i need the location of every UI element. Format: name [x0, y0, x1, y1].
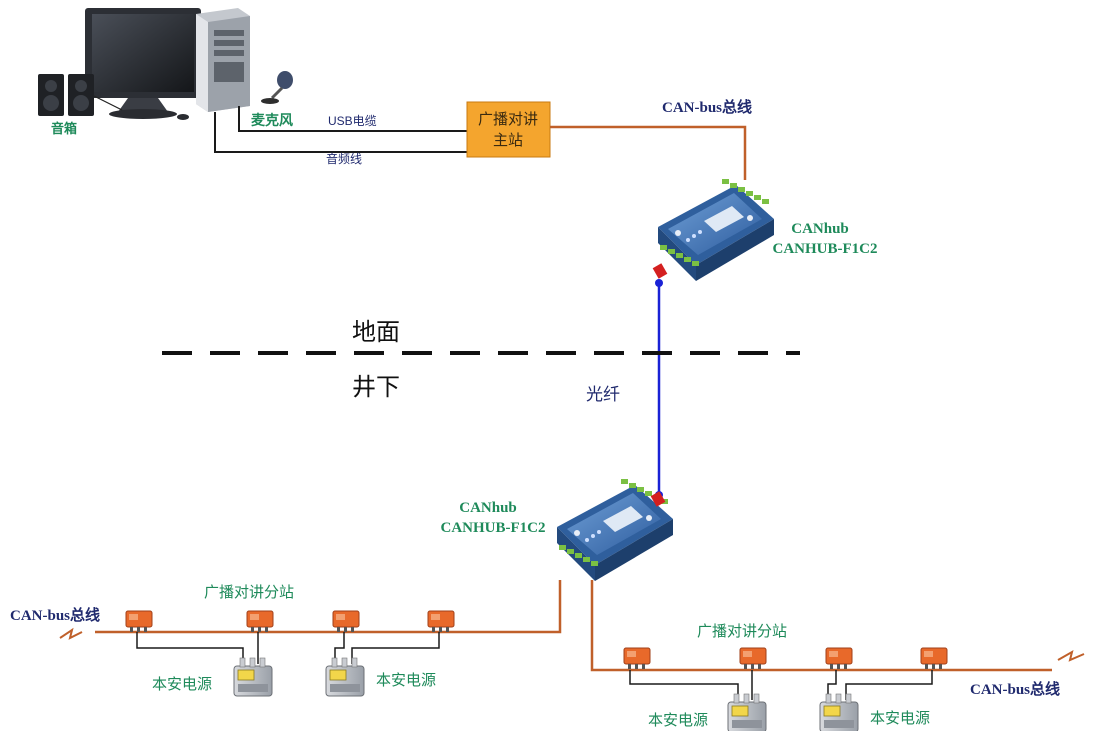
- canbus-left-label: CAN-bus总线: [10, 606, 100, 624]
- fiber-label: 光纤: [586, 385, 620, 404]
- power-wire-left-4: [351, 632, 440, 664]
- ground-surface-label: 地面: [352, 319, 400, 346]
- canhub-top-device: [652, 179, 774, 281]
- canhub-bottom-name: CANhub: [459, 500, 517, 516]
- canbus-left-cable: [95, 580, 562, 634]
- substation-right-label: 广播对讲分站: [697, 623, 787, 640]
- canbus-top-label: CAN-bus总线: [662, 98, 752, 116]
- power-wire-right-3: [827, 670, 837, 700]
- usb-cable-label: USB电缆: [328, 114, 377, 128]
- power-wire-right-1: [629, 670, 739, 700]
- substation-right-3: [825, 647, 853, 670]
- speaker-label: 音箱: [51, 121, 77, 136]
- canbus-right-cable: [590, 580, 1052, 672]
- master-station-label-line2: 主站: [493, 132, 523, 149]
- canhub-top-model: CANHUB-F1C2: [773, 241, 878, 257]
- canbus-left-break-icon: [59, 627, 83, 640]
- master-station-box: [466, 101, 551, 158]
- substation-right-4: [920, 647, 948, 670]
- power-wire-left-3: [334, 632, 345, 664]
- microphone-label: 麦克风: [251, 112, 293, 129]
- master-station-label-line1: 广播对讲: [478, 111, 538, 128]
- canbus-right-break-icon: [1057, 649, 1085, 662]
- power-right-1-label: 本安电源: [648, 712, 708, 729]
- canhub-top-name: CANhub: [791, 221, 849, 237]
- substation-right-2: [739, 647, 767, 670]
- power-left-2-label: 本安电源: [376, 672, 436, 689]
- power-wire-right-4: [845, 670, 933, 700]
- substation-left-3: [332, 610, 360, 633]
- power-supply-left-2: [325, 657, 365, 697]
- usb-cable: [238, 106, 467, 132]
- microphone-icon: [261, 71, 293, 104]
- power-right-2-label: 本安电源: [870, 710, 930, 727]
- speaker-icon: [38, 74, 123, 116]
- substation-left-4: [427, 610, 455, 633]
- fiber-top-node: [655, 279, 663, 287]
- canhub-bottom-model: CANHUB-F1C2: [441, 520, 546, 536]
- canhub-bottom-device: [557, 479, 673, 581]
- substation-left-label: 广播对讲分站: [204, 584, 294, 601]
- power-supply-right-2: [819, 693, 859, 731]
- power-supply-right-1: [727, 693, 767, 731]
- audio-cable: [214, 112, 467, 153]
- power-supply-left-1: [233, 657, 273, 697]
- canbus-right-label: CAN-bus总线: [970, 680, 1060, 698]
- substation-left-2: [246, 610, 274, 633]
- power-left-1-label: 本安电源: [152, 676, 212, 693]
- power-wire-left-1: [136, 632, 244, 664]
- canbus-top-cable: [550, 125, 747, 180]
- computer-icon: [85, 8, 250, 120]
- substation-right-1: [623, 647, 651, 670]
- underground-label: 井下: [352, 374, 400, 401]
- audio-cable-label: 音频线: [326, 151, 362, 166]
- substation-left-1: [125, 610, 153, 633]
